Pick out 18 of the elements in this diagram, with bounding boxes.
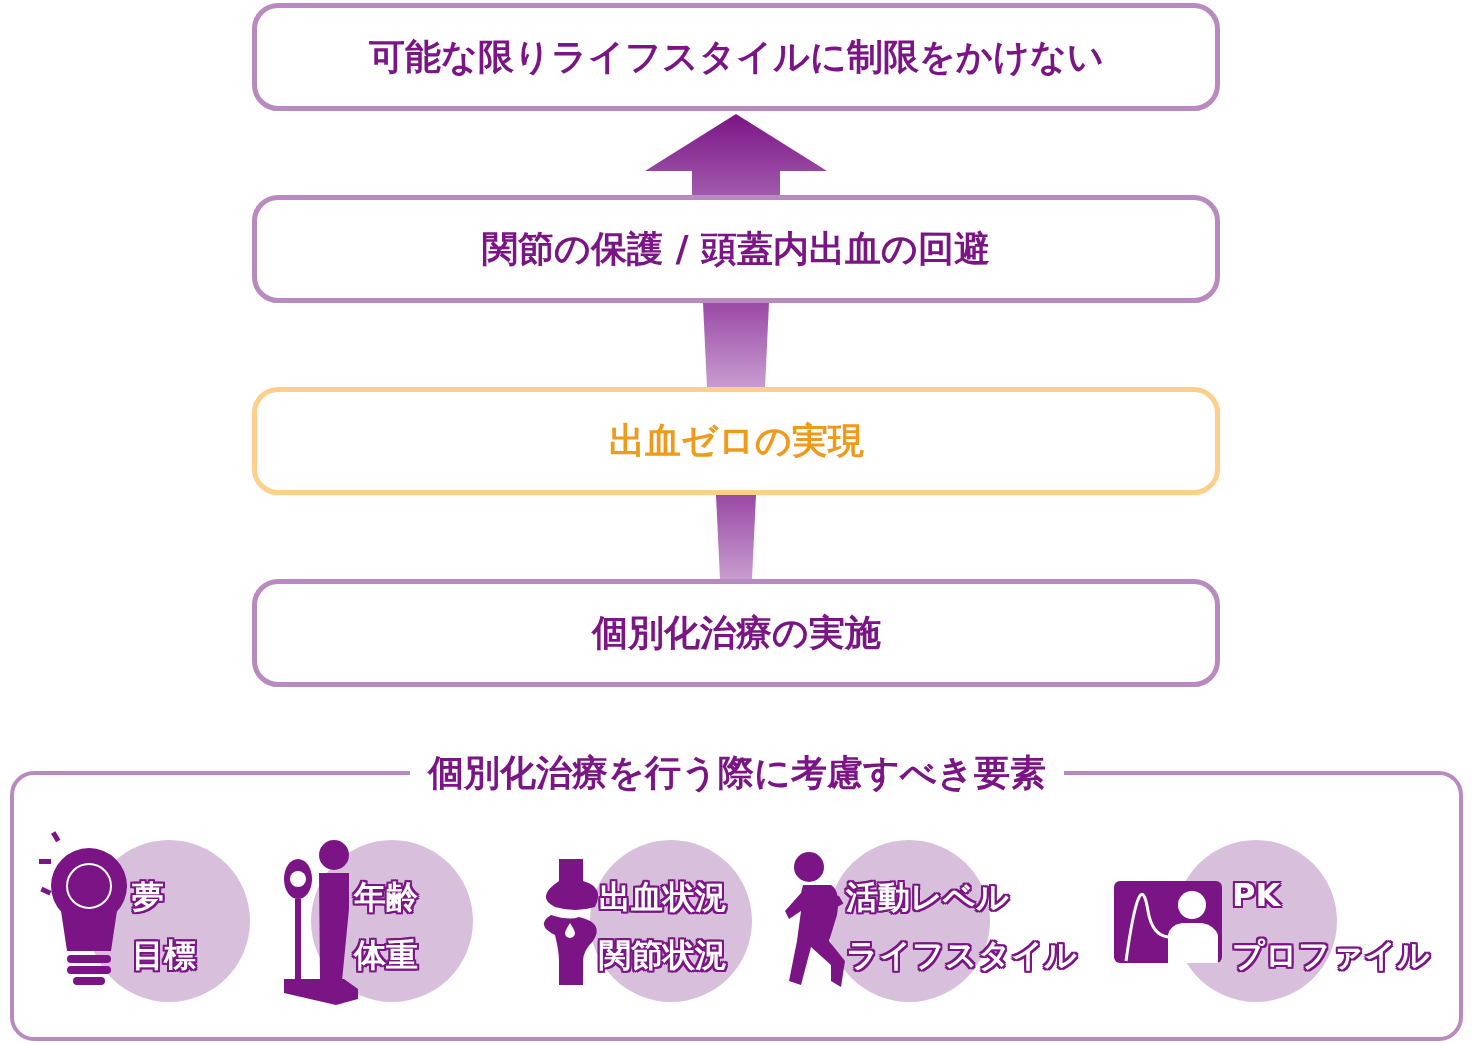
step-box: 可能な限りライフスタイルに制限をかけない bbox=[252, 3, 1220, 111]
step-box: 個別化治療の実施 bbox=[252, 579, 1220, 687]
goal-box: 出血ゼロの実現 bbox=[252, 387, 1220, 495]
step-box: 関節の保護 / 頭蓋内出血の回避 bbox=[252, 195, 1220, 303]
factor-label: 関節状況 bbox=[599, 935, 727, 976]
factor-label: PK bbox=[1232, 876, 1281, 914]
factor-label: 夢 bbox=[132, 877, 164, 918]
factor-label: 出血状況 bbox=[599, 877, 727, 918]
factor-label: ライフスタイル bbox=[846, 935, 1077, 976]
factor-label: プロファイル bbox=[1232, 935, 1430, 976]
panel-heading: 個別化治療を行う際に考慮すべき要素 bbox=[409, 752, 1064, 793]
arrow bbox=[645, 114, 827, 195]
factor-label: 目標 bbox=[132, 935, 196, 976]
factor-label: 体重 bbox=[354, 935, 418, 976]
arrow bbox=[716, 495, 756, 579]
factor-label: 年齢 bbox=[354, 877, 418, 918]
arrow bbox=[703, 303, 769, 387]
factor-label: 活動レベル bbox=[846, 877, 1009, 918]
